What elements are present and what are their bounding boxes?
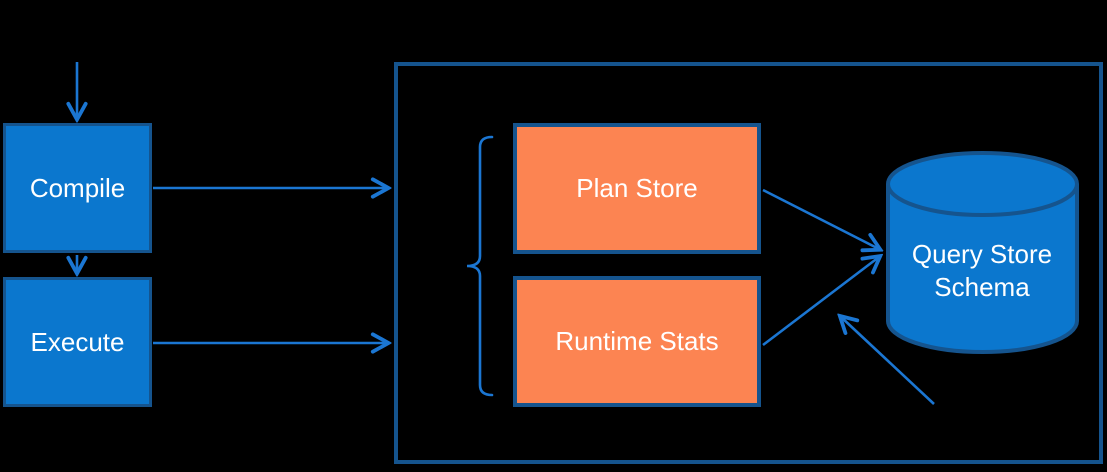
schema-label-line2: Schema [934, 272, 1030, 302]
plan-store-box: Plan Store [513, 123, 761, 254]
cylinder-top-ellipse [886, 151, 1079, 217]
execute-box: Execute [3, 277, 152, 407]
database-cylinder: Query Store Schema [886, 151, 1079, 354]
runtime-stats-label: Runtime Stats [555, 326, 719, 357]
cylinder-body [886, 184, 1079, 354]
plan-store-to-schema-arrow [762, 188, 879, 249]
schema-label-line1: Query Store [912, 239, 1052, 269]
execute-label: Execute [30, 326, 125, 357]
runtime-stats-box: Runtime Stats [513, 276, 761, 407]
plan-store-label: Plan Store [576, 173, 698, 204]
query-store-container-box [394, 62, 1103, 464]
external-to-schema-arrow [841, 317, 935, 405]
left-brace [466, 135, 494, 397]
compile-label: Compile [29, 172, 126, 203]
runtime-stats-to-schema-arrow [762, 257, 879, 347]
compile-box: Compile [3, 123, 152, 253]
